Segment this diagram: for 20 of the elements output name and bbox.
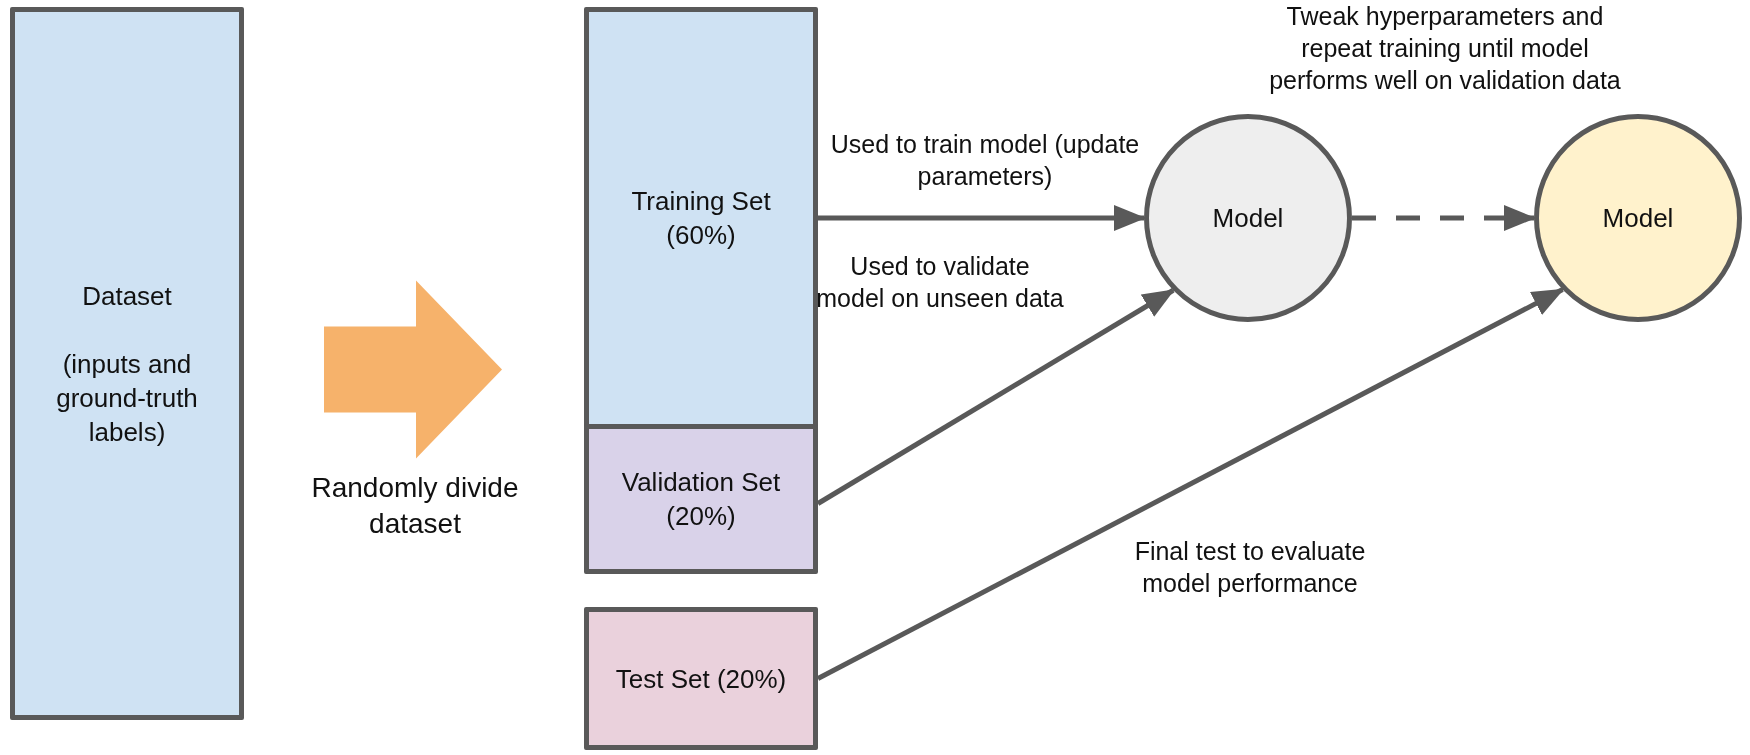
node-text: (inputs and ground-truth labels) xyxy=(55,347,199,449)
process-box xyxy=(584,424,818,574)
edge-label: Final test to evaluate model performance xyxy=(1133,536,1367,599)
arrow xyxy=(816,287,1565,681)
block-arrow xyxy=(324,280,502,459)
node-text: Test Set (20%) xyxy=(614,662,788,696)
edge-label: Used to validate model on unseen data xyxy=(815,251,1065,314)
node-text: Validation Set (20%) xyxy=(620,466,782,533)
node-text: Training Set (60%) xyxy=(630,185,772,252)
node-text: Model xyxy=(1211,202,1285,235)
edge-label: Used to train model (update parameters) xyxy=(830,129,1140,192)
process-box xyxy=(584,607,818,750)
node-text: Dataset xyxy=(81,279,173,313)
arrow xyxy=(818,205,1146,231)
edge-label: Tweak hyperparameters and repeat training until model performs well on validation data xyxy=(1268,1,1622,96)
dataset-box xyxy=(10,7,244,720)
edge-label: Randomly divide dataset xyxy=(310,471,520,541)
arrow xyxy=(816,288,1175,506)
node-text: Model xyxy=(1601,202,1675,235)
dashed-arrow xyxy=(1352,205,1536,231)
